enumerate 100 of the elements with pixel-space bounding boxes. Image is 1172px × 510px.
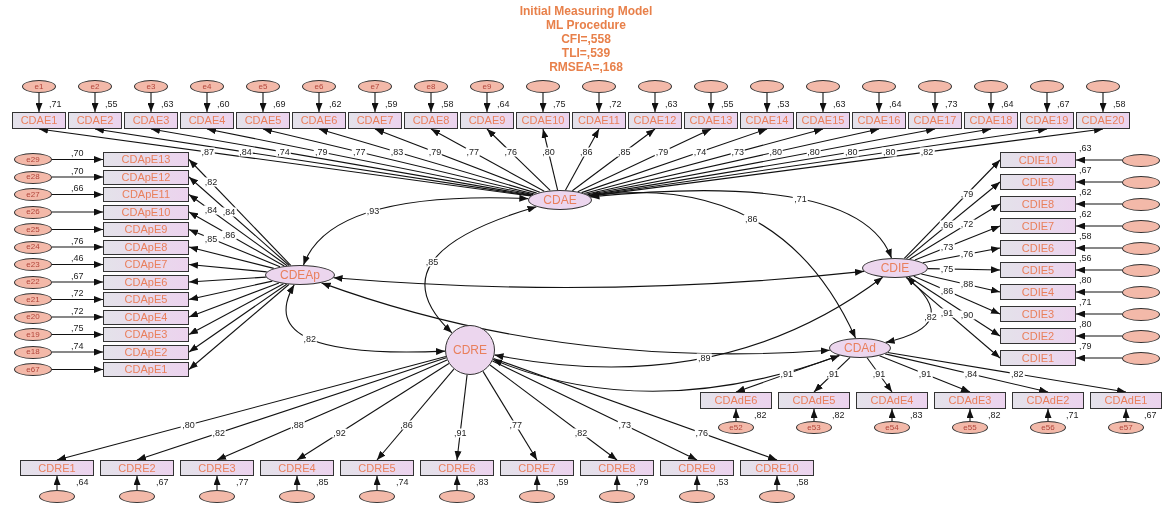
indicator-box — [12, 112, 66, 129]
error-label: e29 — [26, 155, 40, 164]
arrow — [188, 283, 288, 353]
arrow — [51, 296, 104, 303]
variable-label: CDAE12 — [633, 115, 677, 126]
r-squared-value: ,79 — [1079, 342, 1092, 351]
arrow — [376, 368, 455, 461]
r-squared-value: ,82 — [754, 411, 767, 420]
variable-label: CDIE2 — [1021, 330, 1055, 342]
indicator-box — [778, 392, 850, 409]
error-label: e2 — [90, 82, 100, 91]
coefficient-label: ,75 — [939, 264, 955, 274]
r-squared-value: ,71 — [1079, 298, 1092, 307]
indicator-box — [124, 112, 178, 129]
variable-label: CDAd — [844, 342, 876, 354]
variable-label: CDAE5 — [244, 115, 282, 126]
variable-label: CDAE14 — [745, 115, 789, 126]
latent-ellipse — [528, 190, 592, 210]
coefficient-label: ,91 — [452, 428, 468, 438]
arrow — [51, 226, 104, 233]
indicator-box — [20, 460, 94, 476]
variable-label: CDRE4 — [278, 462, 316, 474]
error-label: e20 — [26, 313, 40, 321]
variable-label: CDEAp — [280, 269, 320, 281]
arrow — [482, 370, 538, 461]
r-squared-value: ,77 — [236, 478, 249, 487]
variable-label: CDAE6 — [300, 115, 338, 126]
error-ellipse — [14, 240, 52, 254]
error-ellipse — [1122, 307, 1160, 321]
error-label: e1 — [34, 82, 44, 91]
arrow — [51, 261, 104, 268]
arrow — [296, 362, 450, 461]
variable-label: CDApE2 — [124, 346, 168, 358]
indicator-box — [1076, 112, 1130, 129]
arrow — [51, 366, 104, 373]
fit-statistic: CFI=,558 — [561, 32, 611, 46]
r-squared-value: ,64 — [889, 100, 902, 109]
variable-label: CDAdE3 — [948, 395, 992, 406]
indicator-box — [580, 460, 654, 476]
error-ellipse — [470, 80, 504, 93]
arrow — [188, 276, 267, 285]
arrow — [931, 92, 939, 113]
error-ellipse — [14, 363, 52, 376]
r-squared-value: ,67 — [1079, 166, 1092, 175]
indicator-box — [236, 112, 290, 129]
fit-statistic: RMSEA=,168 — [549, 60, 623, 74]
error-ellipse — [1122, 351, 1160, 365]
variable-label: CDAE13 — [689, 115, 733, 126]
error-ellipse — [14, 205, 52, 219]
arrow — [581, 128, 768, 194]
coefficient-label: ,74 — [692, 147, 708, 157]
arrow — [56, 355, 447, 462]
error-label: e6 — [314, 82, 324, 91]
error-ellipse — [302, 80, 336, 93]
variable-label: CDIE1 — [1021, 352, 1055, 364]
arrow — [1075, 244, 1123, 252]
indicator-box — [103, 344, 189, 360]
indicator-box — [964, 112, 1018, 129]
error-ellipse — [439, 490, 475, 503]
arrow — [884, 353, 1049, 394]
coefficient-label: ,79 — [314, 147, 329, 157]
r-squared-value: ,72 — [71, 306, 84, 316]
coefficient-label: ,77 — [351, 147, 367, 157]
coefficient-label: ,73 — [730, 147, 746, 157]
arrow — [1075, 354, 1123, 362]
coefficient-label: ,82 — [923, 312, 938, 322]
arrow — [51, 348, 104, 356]
arrow — [51, 156, 104, 163]
coefficient-label: ,85 — [424, 257, 440, 267]
arrow — [213, 475, 221, 491]
arrow — [51, 191, 104, 198]
variable-label: CDApE3 — [124, 329, 168, 340]
coefficient-label: ,80 — [181, 420, 196, 430]
coefficient-label: ,87 — [200, 147, 215, 157]
indicator-box — [68, 112, 122, 129]
indicator-box — [100, 460, 174, 476]
variable-label: CDAE15 — [801, 115, 845, 126]
arrow — [293, 475, 301, 491]
variable-label: CDApE8 — [124, 241, 168, 253]
error-ellipse — [1122, 153, 1160, 167]
arrow — [583, 127, 824, 194]
arrow — [51, 208, 104, 216]
indicator-box — [500, 460, 574, 476]
variable-label: CDAE4 — [188, 115, 226, 126]
r-squared-value: ,79 — [636, 478, 649, 487]
arrow — [486, 128, 551, 192]
coefficient-label: ,86 — [743, 214, 759, 223]
arrow — [1075, 288, 1123, 296]
indicator-box — [1000, 218, 1076, 234]
arrow — [430, 128, 545, 192]
coefficient-label: ,76 — [959, 249, 975, 259]
error-label: e9 — [482, 82, 492, 91]
arrow — [427, 92, 435, 113]
coefficient-label: ,80 — [768, 147, 783, 157]
double-headed-arrow — [492, 354, 841, 392]
arrow — [905, 276, 1001, 359]
error-ellipse — [14, 258, 52, 271]
arrow — [35, 92, 43, 113]
arrow — [905, 181, 1001, 260]
arrow — [51, 278, 104, 286]
